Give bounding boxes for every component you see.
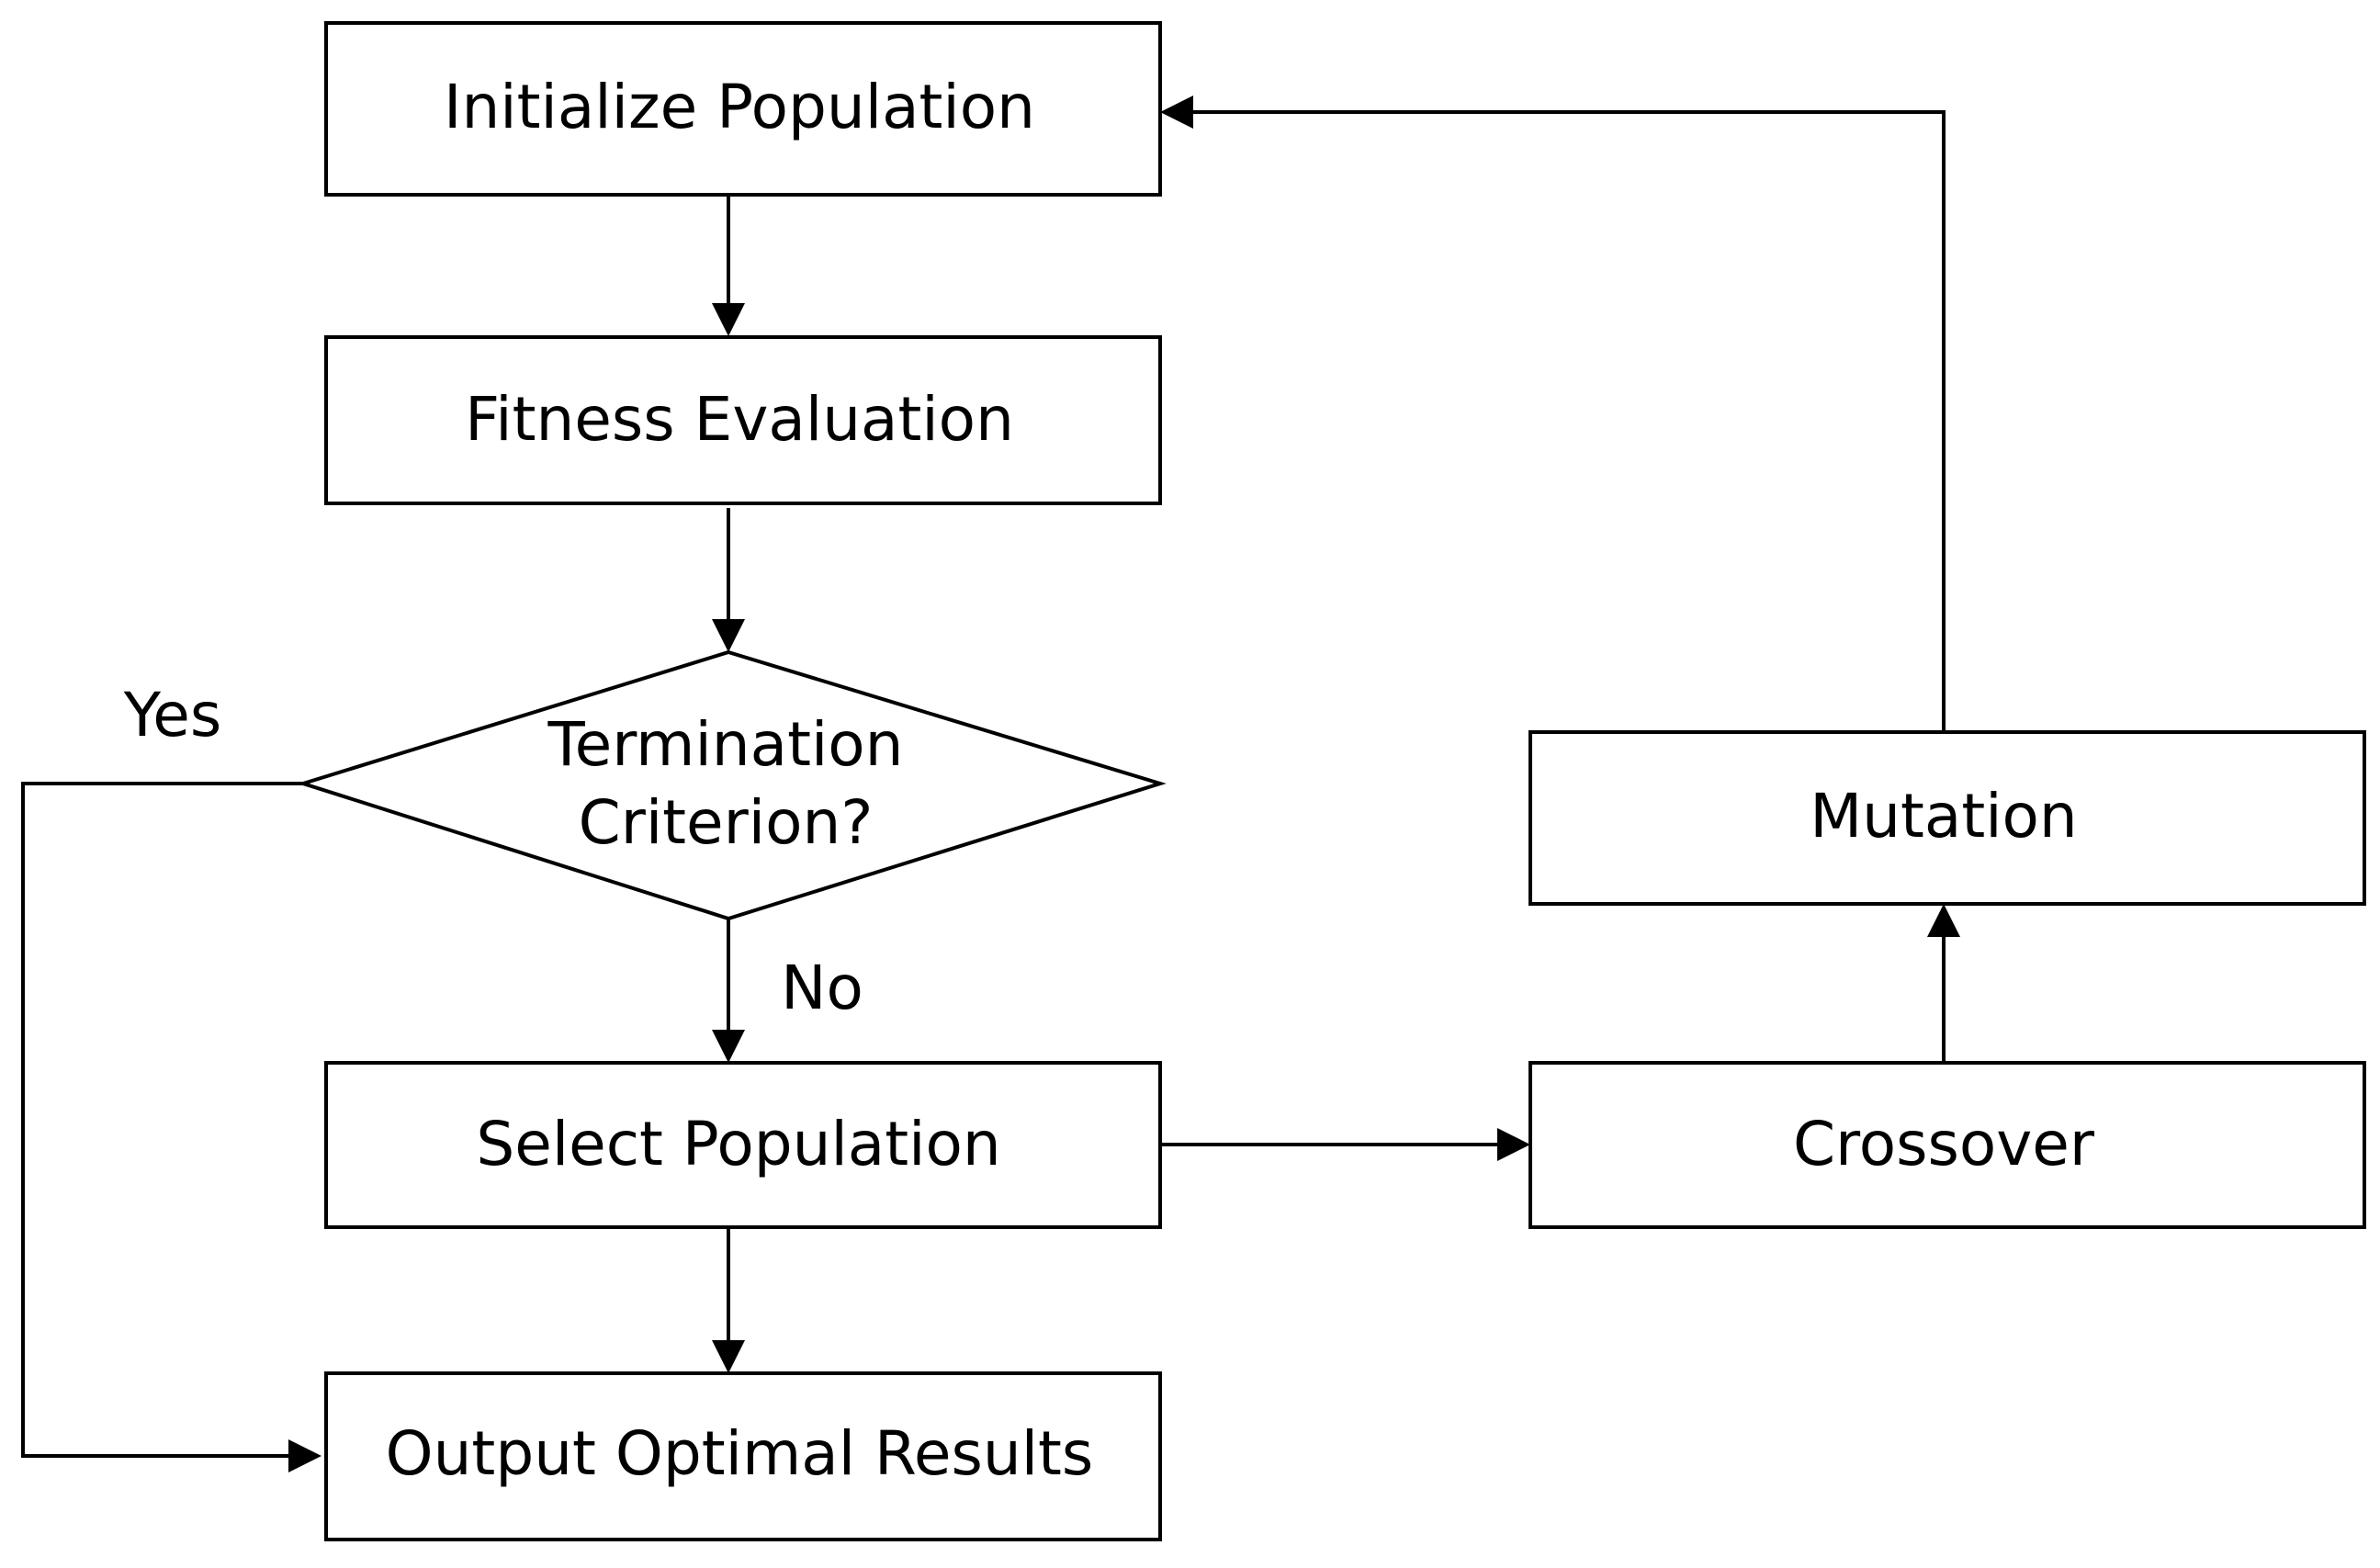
edge-label-yes: Yes xyxy=(123,680,222,750)
arrowhead-mutation-to-initialize xyxy=(1160,96,1193,129)
node-crossover: Crossover xyxy=(1528,1061,2366,1229)
process-box xyxy=(324,335,1162,505)
arrowhead-select-to-output xyxy=(712,1340,745,1373)
edge-label-no: No xyxy=(781,953,863,1023)
decision-diamond xyxy=(297,649,1167,921)
arrowhead-termination-to-select xyxy=(712,1030,745,1063)
node-label: Crossover xyxy=(1793,1109,2095,1179)
arrowhead-fitness-to-termination xyxy=(712,619,745,652)
node-label: Select Population xyxy=(476,1109,1000,1179)
process-box xyxy=(324,21,1162,197)
process-box xyxy=(1528,1061,2366,1229)
node-label-line2: Criterion? xyxy=(579,787,874,858)
node-mutation: Mutation xyxy=(1528,730,2366,906)
node-termination-criterion: Termination Criterion? xyxy=(297,649,1167,921)
node-label-line1: Termination xyxy=(547,709,903,780)
node-label: Mutation xyxy=(1810,781,2078,852)
edges xyxy=(21,96,1960,1472)
arrowhead-initialize-to-fitness xyxy=(712,303,745,336)
edge-termination-to-output xyxy=(21,782,303,1458)
node-output-optimal-results: Output Optimal Results xyxy=(324,1371,1162,1541)
arrowhead-crossover-to-mutation xyxy=(1927,904,1960,937)
node-label: Initialize Population xyxy=(444,72,1035,142)
arrowhead-select-to-crossover xyxy=(1497,1128,1530,1161)
node-label: Output Optimal Results xyxy=(386,1418,1094,1489)
node-select-population: Select Population xyxy=(324,1061,1162,1229)
edge-mutation-to-initialize xyxy=(1190,110,1946,732)
arrowhead-termination-to-output xyxy=(288,1439,321,1472)
process-box xyxy=(324,1371,1162,1541)
node-fitness-evaluation: Fitness Evaluation xyxy=(324,335,1162,505)
process-box xyxy=(324,1061,1162,1229)
node-label: Fitness Evaluation xyxy=(465,384,1014,455)
process-box xyxy=(1528,730,2366,906)
node-initialize-population: Initialize Population xyxy=(324,21,1162,197)
